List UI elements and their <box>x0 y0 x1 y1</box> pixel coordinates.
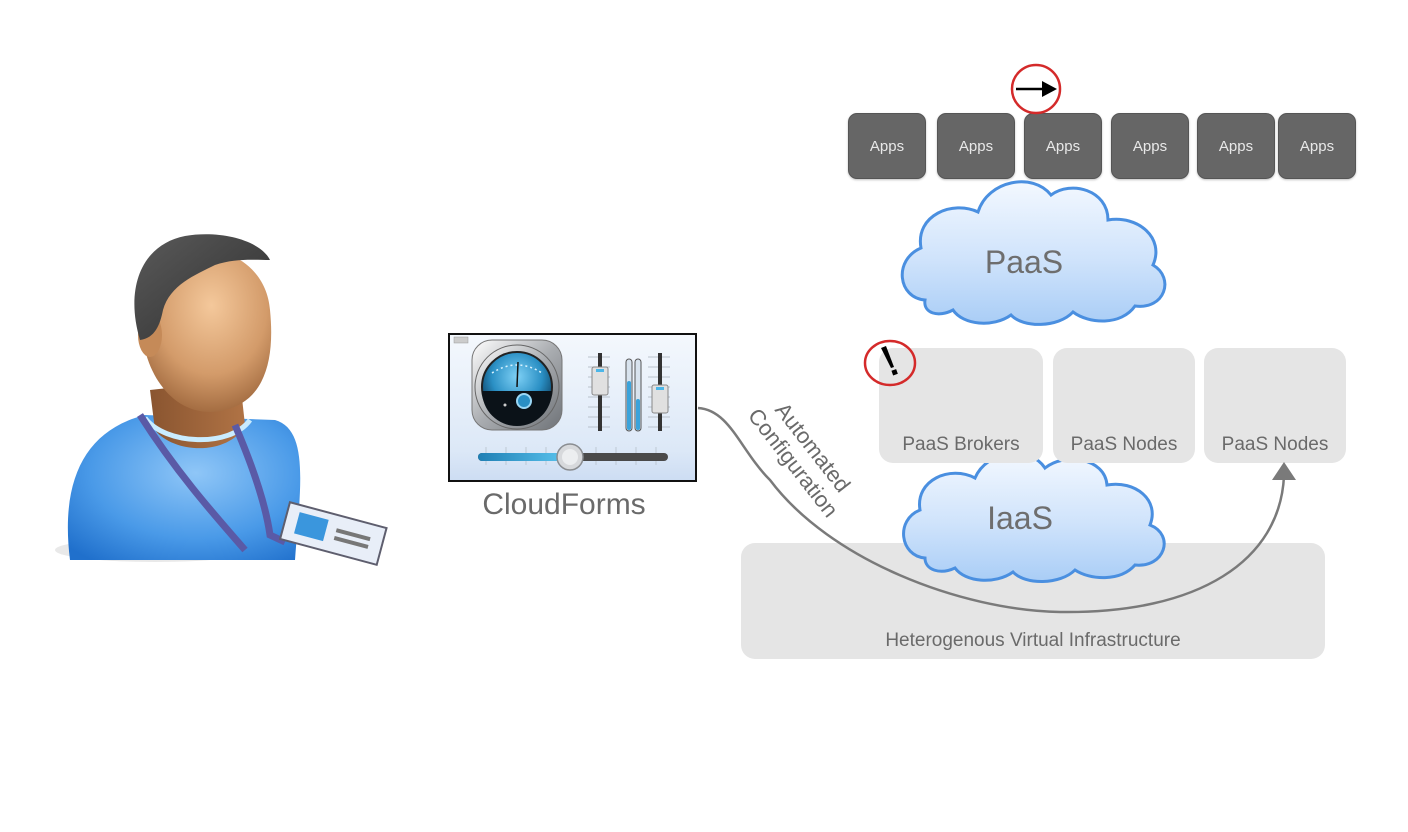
paas-brokers-label: PaaS Brokers <box>902 434 1020 455</box>
app-label: Apps <box>1045 137 1081 155</box>
app-box-3: Apps <box>1024 113 1102 179</box>
paas-cloud-label: PaaS <box>984 244 1064 280</box>
paas-nodes-box-1: PaaS Nodes <box>1053 348 1195 463</box>
app-label: Apps <box>1218 137 1254 155</box>
app-label: Apps <box>1299 137 1335 155</box>
control-panel-gauge-icon <box>453 336 670 471</box>
app-box-5: Apps <box>1197 113 1275 179</box>
paas-nodes-label-2: PaaS Nodes <box>1221 434 1329 455</box>
app-box-4: Apps <box>1111 113 1189 179</box>
app-label: Apps <box>958 137 994 155</box>
user-with-badge-icon <box>55 234 388 567</box>
right-arrow-icon <box>1010 63 1062 115</box>
cloudforms-panel[interactable] <box>448 333 697 482</box>
paas-brokers-box: PaaS Brokers <box>879 348 1043 463</box>
iaas-cloud-label: IaaS <box>987 500 1053 536</box>
paas-nodes-box-2: PaaS Nodes <box>1204 348 1346 463</box>
app-box-6: Apps <box>1278 113 1356 179</box>
infrastructure-label: Heterogenous Virtual Infrastructure <box>885 630 1181 651</box>
exclamation-icon <box>863 339 917 387</box>
cloudforms-label: CloudForms <box>482 488 646 521</box>
app-box-1: Apps <box>848 113 926 179</box>
app-box-2: Apps <box>937 113 1015 179</box>
iaas-cloud <box>902 452 1166 583</box>
paas-nodes-label-1: PaaS Nodes <box>1070 434 1178 455</box>
app-label: Apps <box>869 137 905 155</box>
paas-cloud <box>900 180 1167 326</box>
app-label: Apps <box>1132 137 1168 155</box>
